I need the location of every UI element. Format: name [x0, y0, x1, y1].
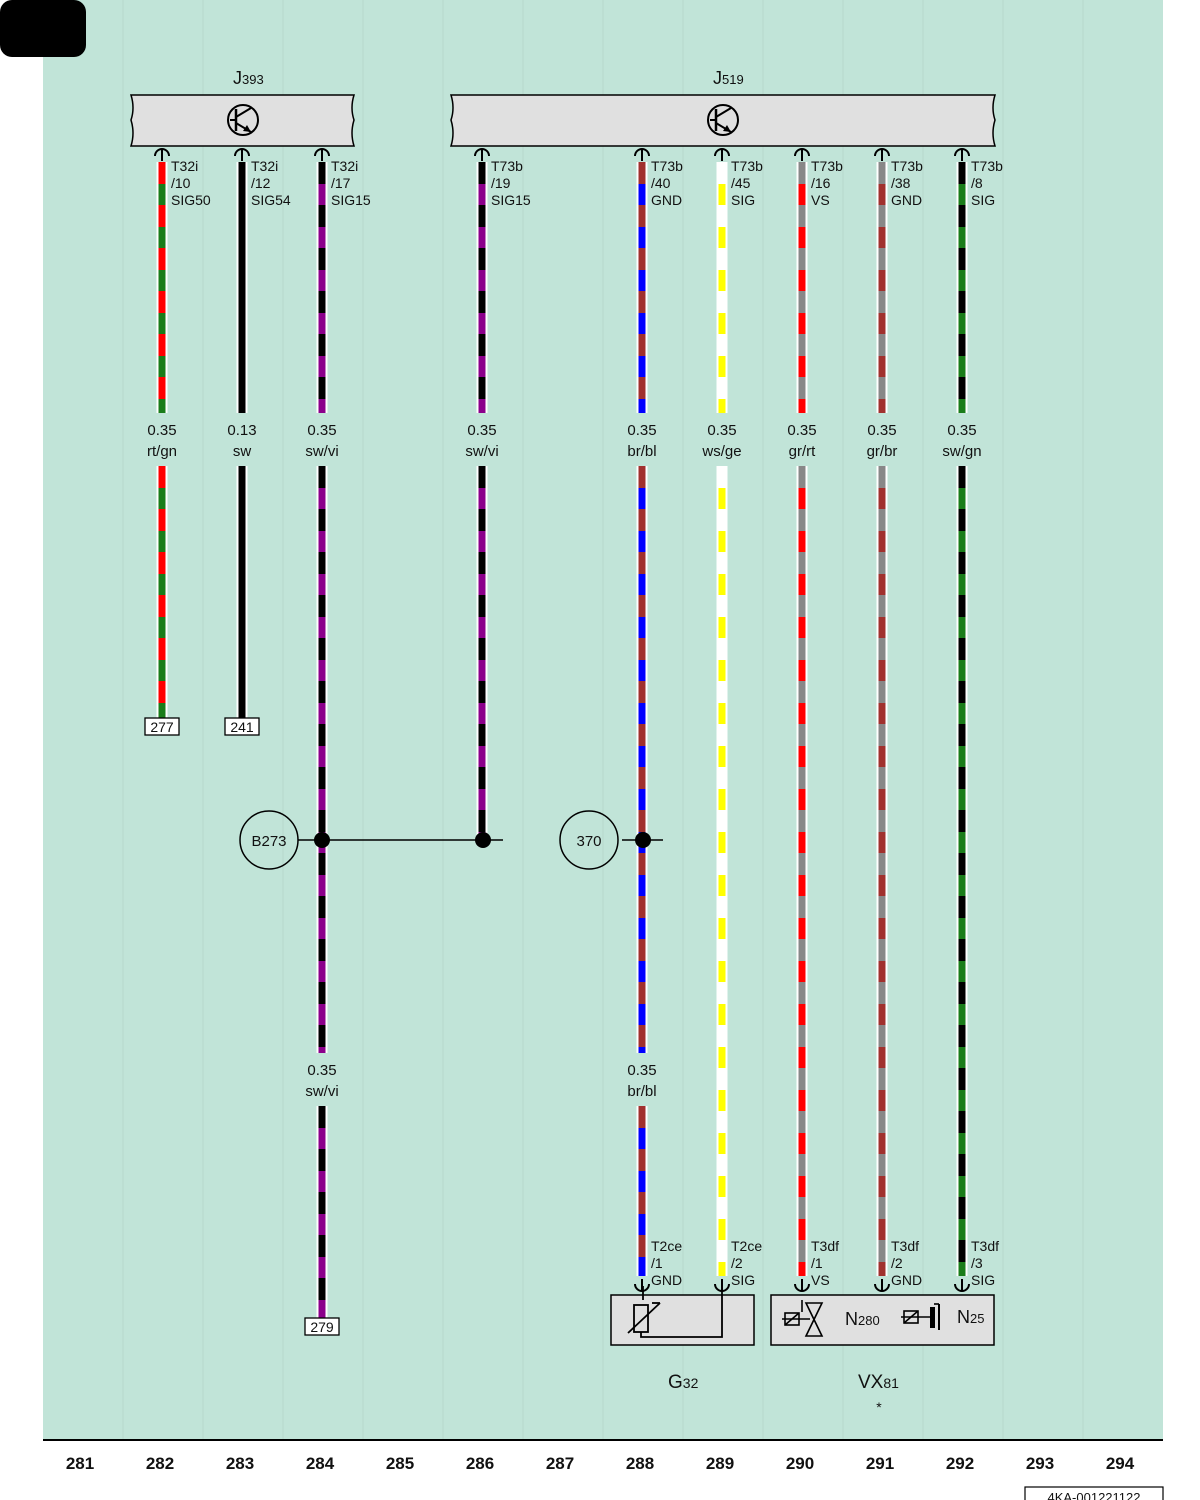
- wire-color-label: sw/vi: [305, 1083, 338, 1100]
- component-label-n25: N25: [957, 1307, 984, 1327]
- column-dividers: [122, 0, 1084, 1440]
- wire-color-label: br/bl: [627, 443, 656, 460]
- page-ref-box[interactable]: [224, 717, 260, 736]
- page-ref-box[interactable]: [304, 1317, 340, 1336]
- junction-dot: [635, 832, 651, 848]
- wire-size-label: 0.35: [787, 422, 816, 439]
- solenoid-valve-icon: [782, 1300, 824, 1337]
- column-number: 287: [546, 1454, 574, 1473]
- transistor-icon: [227, 104, 259, 136]
- wire-color-label: gr/br: [867, 443, 898, 460]
- transistor-icon: [707, 104, 739, 136]
- column-number: 286: [466, 1454, 494, 1473]
- document-number: 4KA-001221122: [1047, 1490, 1140, 1500]
- page-ref-number[interactable]: 241: [230, 719, 254, 735]
- wire-size-label: 0.35: [627, 1062, 656, 1079]
- wire-size-label: 0.35: [627, 422, 656, 439]
- column-numbers: 281 282 283 284 285 286 287 288 289 290 291 292 293 2…: [66, 1454, 1135, 1473]
- wire-color-label: br/bl: [627, 1083, 656, 1100]
- column-number: 285: [386, 1454, 414, 1473]
- wire-size-label: 0.35: [947, 422, 976, 439]
- junction-dot: [475, 832, 491, 848]
- column-number: 291: [866, 1454, 894, 1473]
- wire-color-label: sw: [233, 443, 252, 460]
- unit-label-j519: J519: [713, 68, 744, 88]
- column-number: 283: [226, 1454, 254, 1473]
- control-unit-j519: [449, 94, 997, 147]
- column-number: 289: [706, 1454, 734, 1473]
- page-ref-box[interactable]: [144, 717, 180, 736]
- wire-size-label: 0.35: [467, 422, 496, 439]
- wire-size-label: 0.35: [307, 422, 336, 439]
- wire-size-label: 0.35: [147, 422, 176, 439]
- wire-size-label: 0.35: [307, 1062, 336, 1079]
- column-number: 288: [626, 1454, 654, 1473]
- wire-color-label: sw/vi: [465, 443, 498, 460]
- wire-size-label: 0.13: [227, 422, 256, 439]
- solenoid-icon: [901, 1303, 940, 1330]
- wire-color-label: sw/gn: [942, 443, 981, 460]
- column-number: 292: [946, 1454, 974, 1473]
- junction-label-b273: B273: [251, 833, 286, 850]
- junction-label-370: 370: [576, 833, 601, 850]
- component-note-vx81: *: [876, 1399, 882, 1415]
- column-number: 294: [1106, 1454, 1135, 1473]
- control-unit-j393: [129, 94, 356, 147]
- unit-label-j393: J393: [233, 68, 264, 88]
- wire-size-label: 0.35: [707, 422, 736, 439]
- column-number: 290: [786, 1454, 814, 1473]
- wire-size-label: 0.35: [867, 422, 896, 439]
- wire-color-label: gr/rt: [789, 443, 817, 460]
- column-number: 293: [1026, 1454, 1054, 1473]
- variable-resistor-icon: [627, 1286, 723, 1338]
- component-label-vx81: VX81: [858, 1372, 899, 1393]
- page-ref-number[interactable]: 279: [310, 1319, 334, 1335]
- wire-color-label: rt/gn: [147, 443, 177, 460]
- column-number: 282: [146, 1454, 174, 1473]
- column-number: 281: [66, 1454, 94, 1473]
- page-ref-number[interactable]: 277: [150, 719, 174, 735]
- wire-color-label: sw/vi: [305, 443, 338, 460]
- page-tab: [0, 0, 86, 57]
- junction-ref-370: [559, 810, 619, 870]
- wire-color-label: ws/ge: [701, 443, 741, 460]
- document-number-box: [1024, 1486, 1164, 1500]
- component-label-n280: N280: [845, 1309, 880, 1329]
- component-label-g32: G32: [668, 1372, 699, 1393]
- column-number: 284: [306, 1454, 335, 1473]
